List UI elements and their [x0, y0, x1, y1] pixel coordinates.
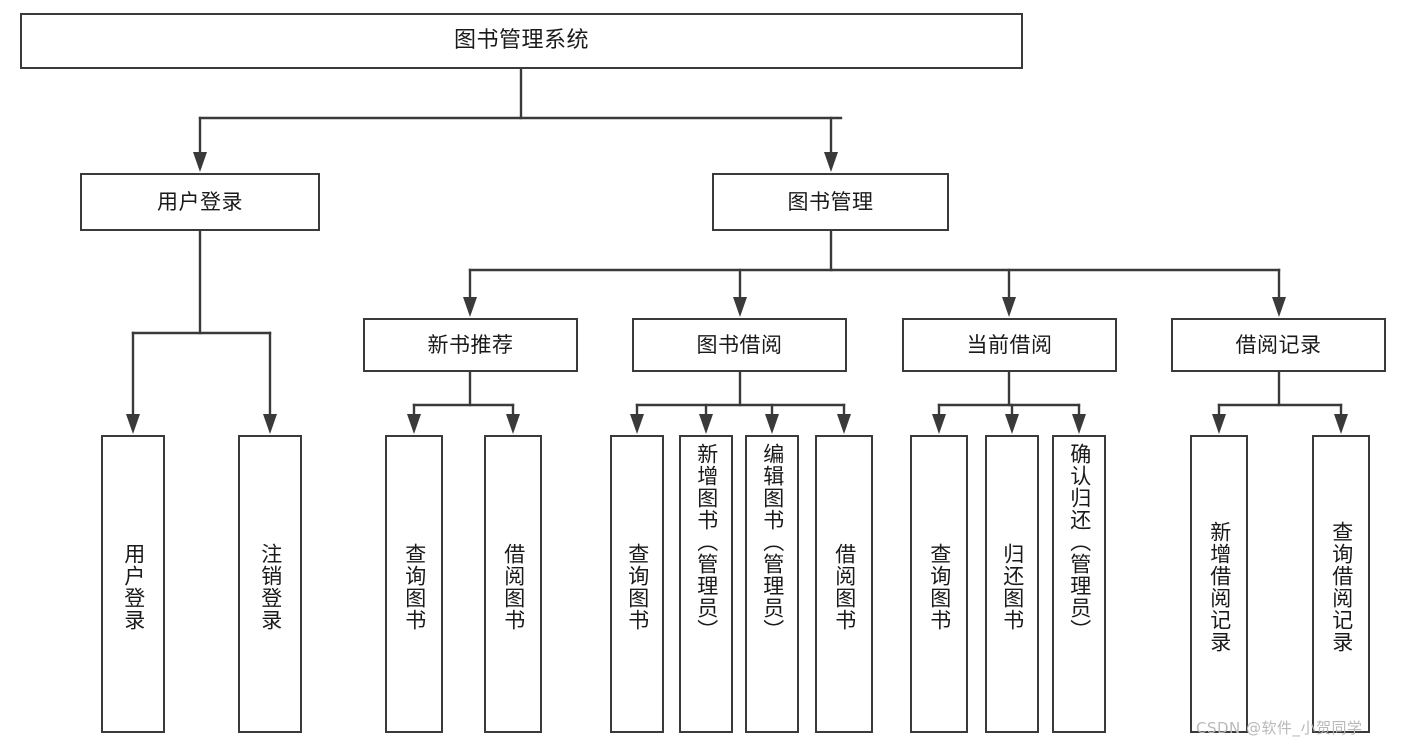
- leaf-query-borrow-record[interactable]: 查询借阅记录: [1312, 435, 1370, 733]
- leaf-edit-book-admin[interactable]: 编辑图书（管理员）: [745, 435, 799, 733]
- node-label: 新增借阅记录: [1207, 521, 1232, 653]
- node-label: 归还图书: [1000, 543, 1025, 631]
- leaf-borrow-books[interactable]: 借阅图书: [815, 435, 873, 733]
- node-label: 确认归还（管理员）: [1067, 443, 1092, 641]
- leaf-add-borrow-record[interactable]: 新增借阅记录: [1190, 435, 1248, 733]
- node-user-login[interactable]: 用户登录: [80, 173, 320, 231]
- node-new-book-recommendation[interactable]: 新书推荐: [363, 318, 578, 372]
- node-label: 图书借阅: [696, 332, 783, 357]
- node-label: 编辑图书（管理员）: [760, 443, 785, 641]
- leaf-logout[interactable]: 注销登录: [238, 435, 302, 733]
- leaf-query-books-current[interactable]: 查询图书: [910, 435, 968, 733]
- leaf-query-books-recommendation[interactable]: 查询图书: [385, 435, 443, 733]
- leaf-return-books[interactable]: 归还图书: [985, 435, 1039, 733]
- node-label: 借阅图书: [501, 543, 526, 631]
- csdn-watermark: CSDN @软件_小贺同学: [1196, 719, 1363, 737]
- node-book-management[interactable]: 图书管理: [712, 173, 949, 231]
- node-label: 图书管理系统: [453, 28, 589, 54]
- node-label: 当前借阅: [966, 332, 1053, 357]
- node-label: 用户登录: [157, 189, 243, 214]
- node-label: 用户登录: [121, 543, 146, 631]
- node-borrow-record[interactable]: 借阅记录: [1171, 318, 1386, 372]
- node-label: 查询借阅记录: [1329, 521, 1354, 653]
- node-label: 借阅记录: [1235, 332, 1322, 357]
- node-current-borrow[interactable]: 当前借阅: [902, 318, 1117, 372]
- node-label: 图书管理: [787, 189, 874, 214]
- leaf-add-book-admin[interactable]: 新增图书（管理员）: [679, 435, 733, 733]
- node-label: 新增图书（管理员）: [694, 443, 719, 641]
- node-label: 查询图书: [402, 543, 427, 631]
- node-book-management-system[interactable]: 图书管理系统: [20, 13, 1023, 69]
- node-label: 查询图书: [625, 543, 650, 631]
- node-label: 查询图书: [927, 543, 952, 631]
- leaf-user-login[interactable]: 用户登录: [101, 435, 165, 733]
- node-book-borrow[interactable]: 图书借阅: [632, 318, 847, 372]
- node-label: 注销登录: [258, 543, 283, 631]
- leaf-borrow-books-recommendation[interactable]: 借阅图书: [484, 435, 542, 733]
- leaf-query-books-borrow[interactable]: 查询图书: [610, 435, 664, 733]
- node-label: 借阅图书: [832, 543, 857, 631]
- node-label: 新书推荐: [427, 332, 514, 357]
- leaf-confirm-return-admin[interactable]: 确认归还（管理员）: [1052, 435, 1106, 733]
